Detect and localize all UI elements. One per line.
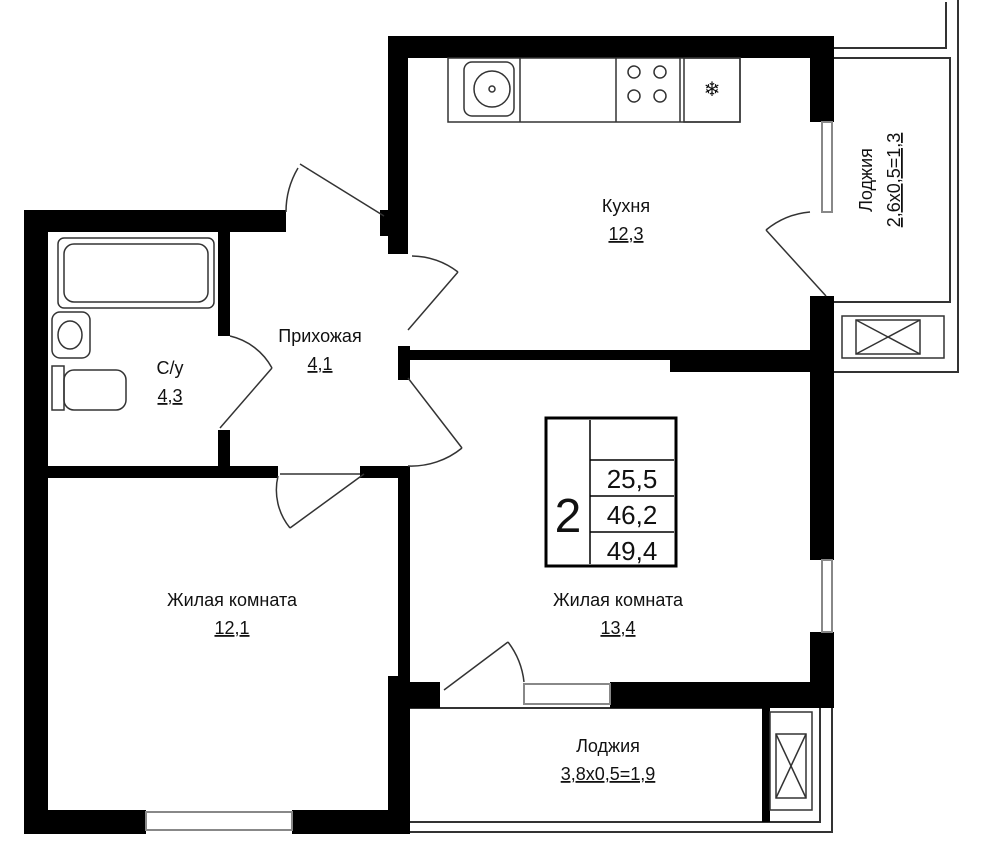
living-left-area: 12,1 — [214, 618, 249, 638]
doors — [219, 163, 827, 691]
kitchen-name: Кухня — [602, 196, 650, 216]
loggia-frames — [410, 0, 959, 833]
hallway-area: 4,1 — [307, 354, 332, 374]
windows — [145, 121, 833, 831]
loggia-bottom-name: Лоджия — [576, 736, 640, 756]
loggia-bottom-area: 3,8х0,5=1,9 — [561, 764, 656, 784]
summary-box — [544, 416, 678, 568]
hallway-name: Прихожая — [278, 326, 361, 346]
bathroom-name: С/у — [157, 358, 184, 378]
snowflake-icon: ❄ — [704, 79, 721, 101]
living-area-value: 25,5 — [607, 464, 658, 494]
total-with-loggia-value: 49,4 — [607, 536, 658, 566]
bathroom-area: 4,3 — [157, 386, 182, 406]
total-area-value: 46,2 — [607, 500, 658, 530]
walls — [24, 36, 834, 834]
bathroom-fixtures — [51, 237, 215, 411]
loggia-right-name: Лоджия — [856, 148, 876, 212]
kitchen-area: 12,3 — [608, 224, 643, 244]
rooms-count: 2 — [555, 490, 582, 543]
vent-boxes — [769, 315, 945, 811]
living-right-area: 13,4 — [600, 618, 635, 638]
kitchen-counter — [447, 57, 741, 123]
living-right-name: Жилая комната — [553, 590, 684, 610]
living-left-name: Жилая комната — [167, 590, 298, 610]
loggia-right-area: 2,6х0,5=1,3 — [884, 133, 904, 228]
